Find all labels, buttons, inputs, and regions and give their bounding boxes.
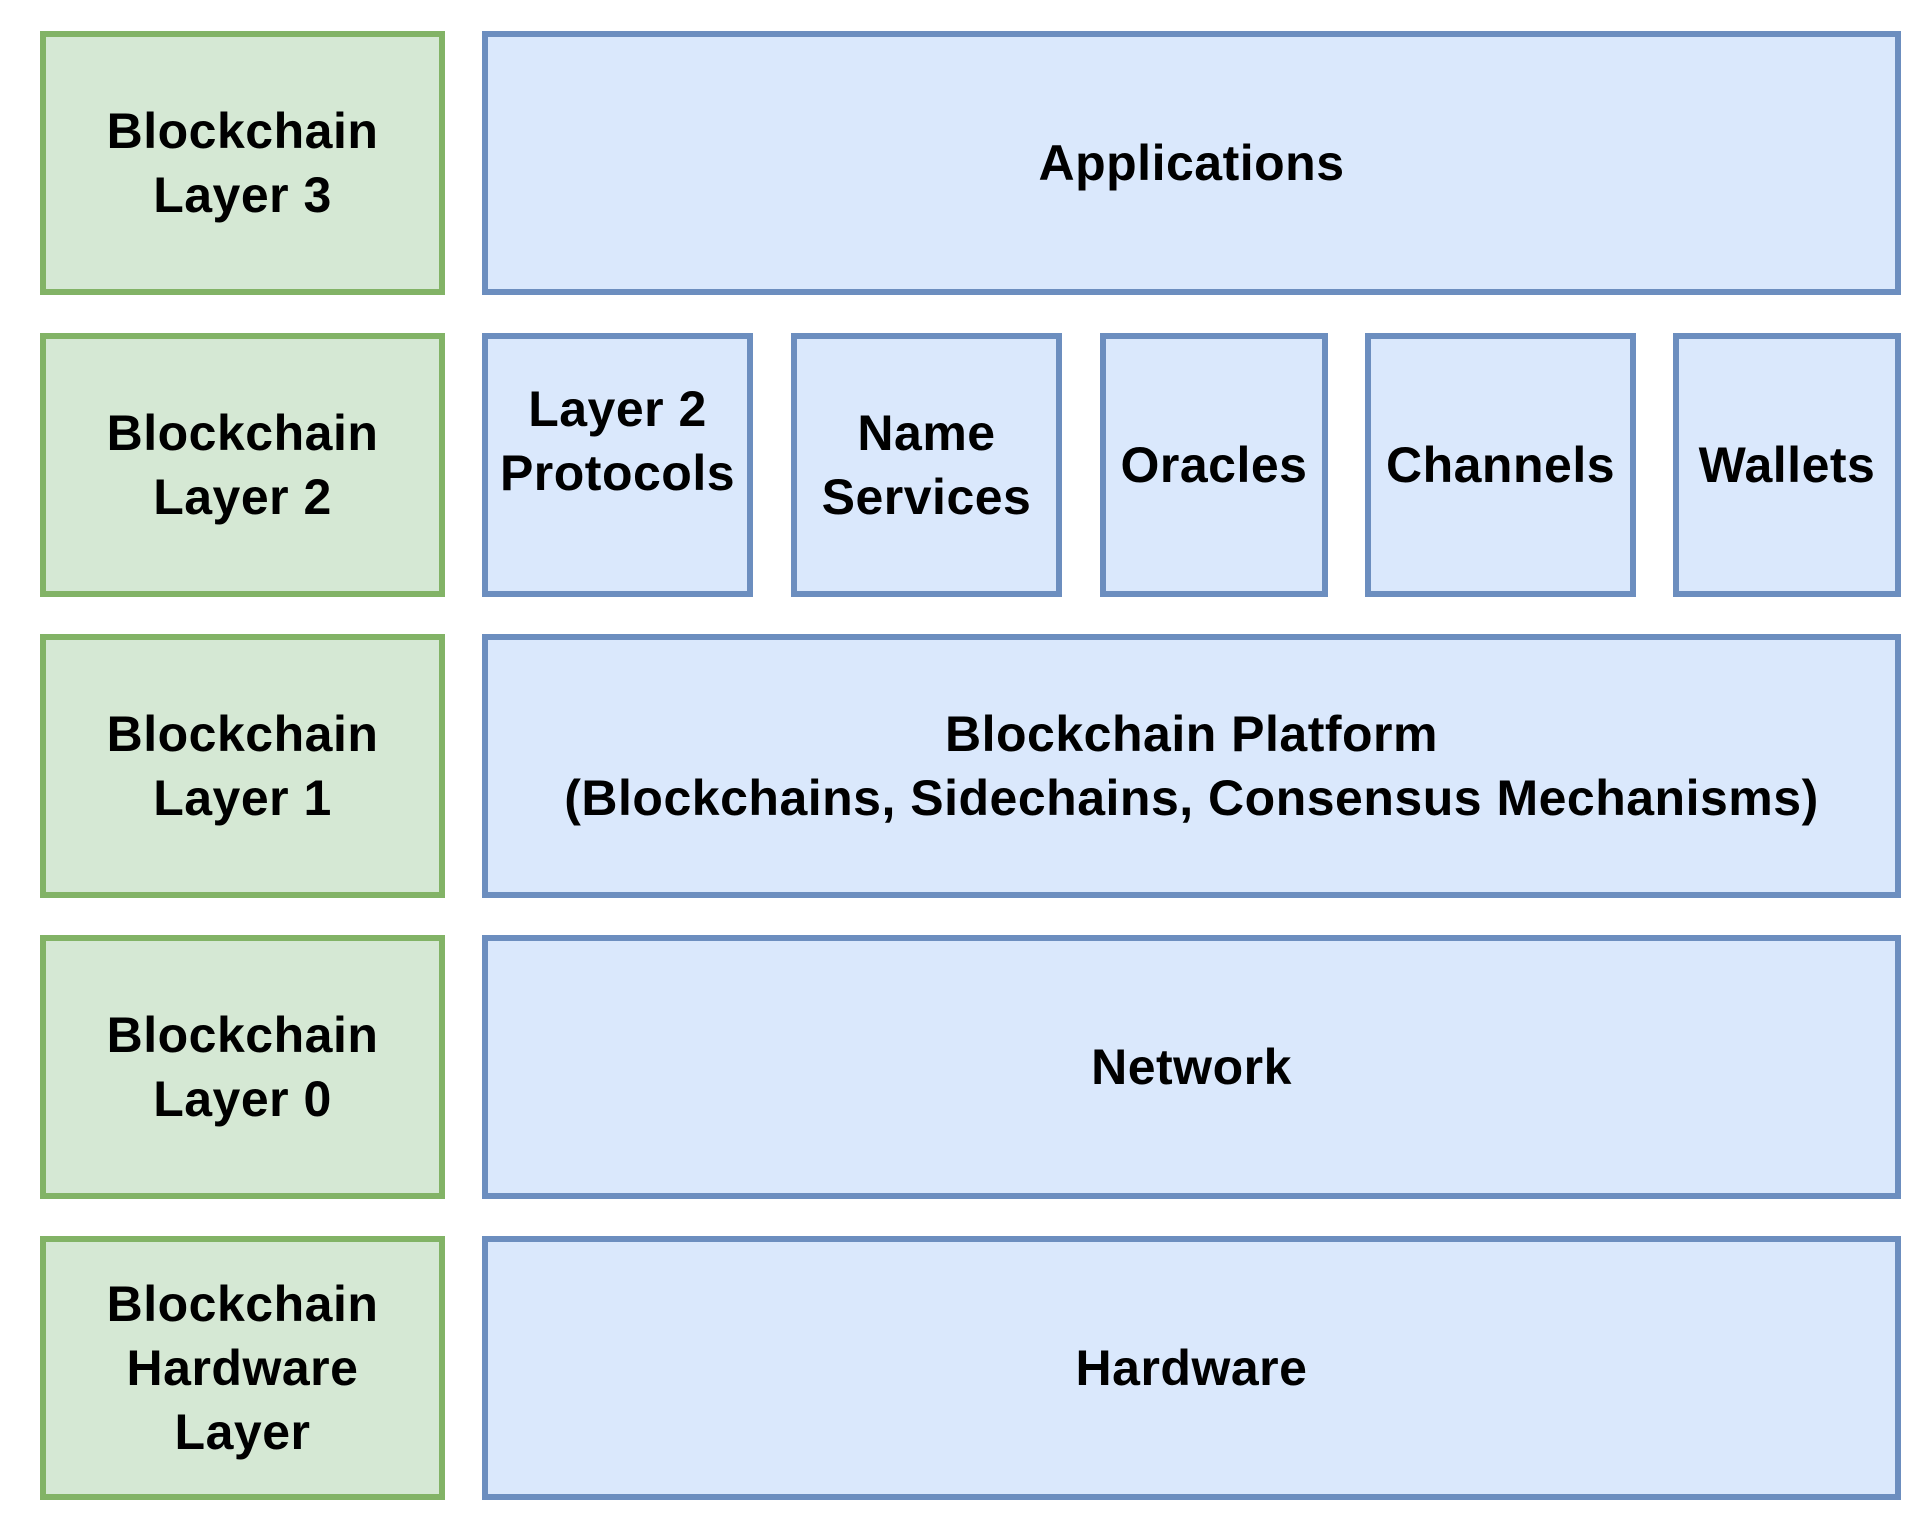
hardware-box: Hardware	[482, 1236, 1901, 1500]
channels-box: Channels	[1365, 333, 1636, 597]
blockchain-platform-label: Blockchain Platform (Blockchains, Sidech…	[564, 706, 1819, 826]
layer-0-label: Blockchain Layer 0	[106, 1007, 379, 1127]
layer-2-protocols-box: Layer 2 Protocols	[482, 333, 753, 597]
name-services-label: Name Services	[821, 405, 1032, 525]
wallets-label: Wallets	[1698, 437, 1876, 493]
oracles-box: Oracles	[1100, 333, 1328, 597]
hardware-layer-label: Blockchain Hardware Layer	[106, 1276, 379, 1460]
oracles-label: Oracles	[1120, 437, 1308, 493]
wallets-box: Wallets	[1673, 333, 1901, 597]
network-label: Network	[1091, 1039, 1292, 1095]
layer-3-label: Blockchain Layer 3	[106, 103, 379, 223]
layer-2-box: Blockchain Layer 2	[40, 333, 445, 597]
hardware-layer-box: Blockchain Hardware Layer	[40, 1236, 445, 1500]
applications-box: Applications	[482, 31, 1901, 295]
network-box: Network	[482, 935, 1901, 1199]
layer-0-box: Blockchain Layer 0	[40, 935, 445, 1199]
layer-2-label: Blockchain Layer 2	[106, 405, 379, 525]
name-services-box: Name Services	[791, 333, 1062, 597]
layer-1-label: Blockchain Layer 1	[106, 706, 379, 826]
applications-label: Applications	[1038, 135, 1345, 191]
channels-label: Channels	[1385, 437, 1616, 493]
hardware-label: Hardware	[1075, 1340, 1308, 1396]
layer-1-box: Blockchain Layer 1	[40, 634, 445, 898]
layer-2-protocols-label: Layer 2 Protocols	[499, 381, 736, 501]
blockchain-platform-box: Blockchain Platform (Blockchains, Sidech…	[482, 634, 1901, 898]
layer-3-box: Blockchain Layer 3	[40, 31, 445, 295]
